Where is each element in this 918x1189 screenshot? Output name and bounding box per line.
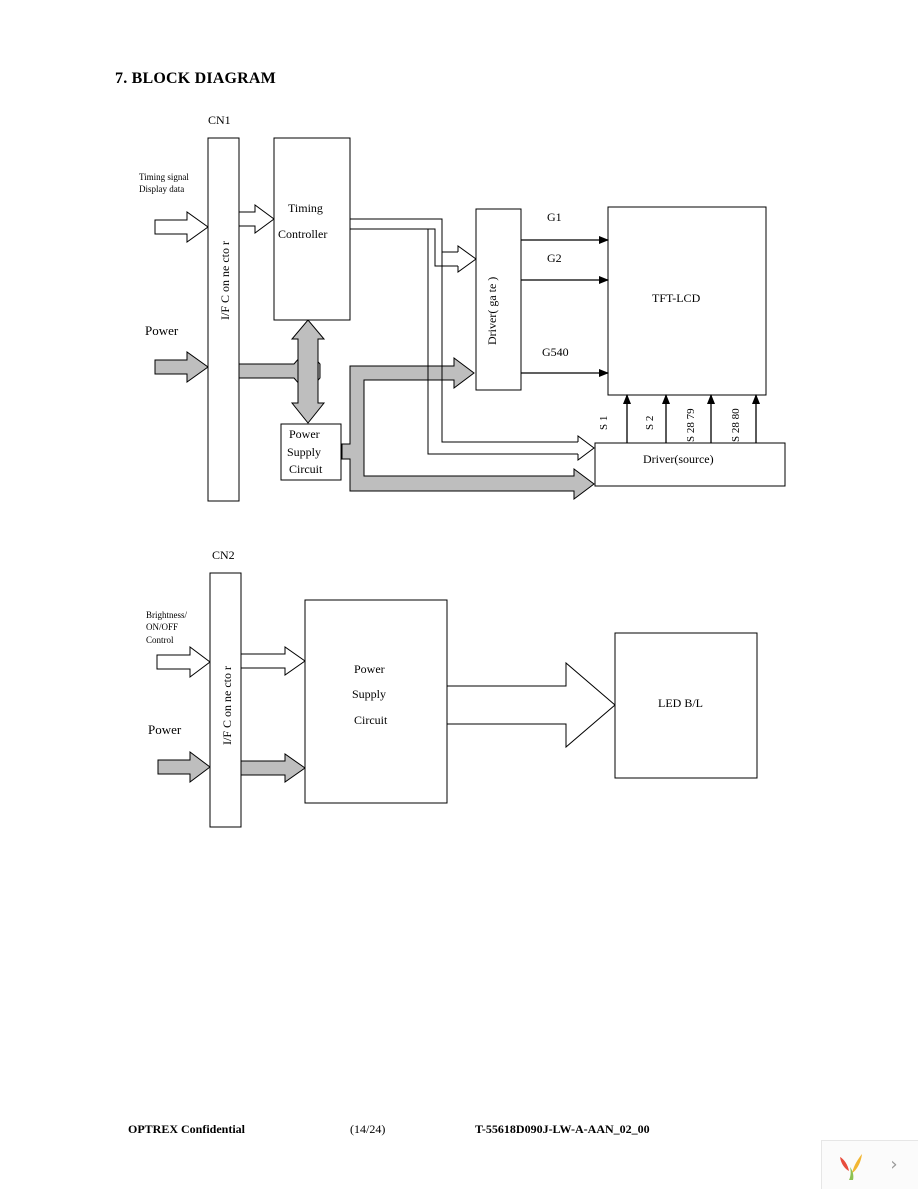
power-supply-box-2 — [304, 599, 448, 804]
timing-line-b2 — [350, 218, 578, 443]
cn2-input-arrows — [156, 646, 306, 678]
display-data-label: Display data — [139, 184, 184, 194]
tft-lcd-box — [607, 206, 767, 396]
source-driver-label: Driver(source) — [643, 452, 714, 466]
footer-page-number: (14/24) — [350, 1122, 386, 1136]
diagram-1: CN1 Timing signal Display data Power I/F… — [139, 113, 786, 502]
psc1-label-3: Circuit — [289, 462, 323, 476]
source-label-s1: S 1 — [598, 416, 610, 430]
diagram-2: CN2 Brightness/ ON/OFF Control Power I/F… — [146, 548, 758, 828]
viewer-nav: › — [821, 1140, 918, 1189]
to-gate-driver-arrowhead — [457, 245, 477, 273]
psc2-label-1: Power — [354, 662, 385, 676]
tft-lcd-label: TFT-LCD — [652, 291, 701, 305]
source-label-s2879: S 28 79 — [685, 408, 697, 442]
cn1-connector-box — [207, 137, 240, 502]
brightness-label-2: ON/OFF — [146, 622, 178, 632]
psc2-label-2: Supply — [352, 687, 386, 701]
led-backlight-box — [614, 632, 758, 779]
power-bus-vertical — [290, 319, 326, 424]
timing-line-b1 — [350, 228, 578, 455]
power-bus — [238, 319, 595, 500]
gate-driver-label: Driver( ga te ) — [485, 277, 499, 345]
power-supply-box-1 — [280, 423, 342, 481]
power-input-arrow-2 — [157, 751, 211, 783]
viewer-logo-icon — [840, 1154, 862, 1180]
gate-driver-box — [475, 208, 522, 391]
cn2-connector-text: I/F C on ne cto r — [220, 666, 234, 745]
led-backlight-label: LED B/L — [658, 696, 703, 710]
signal-to-timing-arrow — [238, 204, 275, 234]
source-driver-box — [594, 442, 786, 487]
gate-lines — [521, 236, 609, 377]
brightness-label-3: Control — [146, 635, 174, 645]
signal-input-arrow — [154, 211, 209, 243]
source-label-s2880: S 28 80 — [730, 408, 742, 442]
psc2-label-3: Circuit — [354, 713, 388, 727]
psc1-label-1: Power — [289, 427, 320, 441]
timing-controller-box — [273, 137, 351, 321]
next-page-icon[interactable]: › — [890, 1154, 898, 1175]
power-label-1: Power — [145, 323, 179, 338]
to-source-driver-arrowhead — [577, 435, 595, 461]
cn1-connector-text: I/F C on ne cto r — [218, 241, 232, 320]
brightness-input-arrow — [156, 646, 211, 678]
timing-signal-label: Timing signal — [139, 172, 189, 182]
gate-label-g2: G2 — [547, 251, 562, 265]
power-label-2: Power — [148, 722, 182, 737]
footer-doc-id: T-55618D090J-LW-A-AAN_02_00 — [475, 1122, 650, 1136]
power-to-psc-arrow — [240, 753, 306, 783]
timing-controller-label-2: Controller — [278, 227, 327, 241]
cn2-power-arrows — [157, 751, 306, 783]
power-input-arrow — [154, 351, 209, 383]
cn2-label: CN2 — [212, 548, 235, 562]
psc1-label-2: Supply — [287, 445, 321, 459]
source-label-s2: S 2 — [644, 416, 656, 430]
cn2-connector-box — [209, 572, 242, 828]
brightness-label-1: Brightness/ — [146, 610, 188, 620]
gate-label-g540: G540 — [542, 345, 569, 359]
timing-controller-label-1: Timing — [288, 201, 323, 215]
timing-output-lines — [350, 218, 578, 455]
power-bus-to-drivers — [341, 357, 595, 500]
section-heading: 7. BLOCK DIAGRAM — [115, 70, 276, 87]
cn1-label: CN1 — [208, 113, 231, 127]
input-arrows — [154, 204, 275, 243]
source-lines — [623, 394, 760, 443]
psc-to-led-arrow — [446, 661, 616, 749]
footer-company: OPTREX Confidential — [128, 1122, 246, 1136]
gate-label-g1: G1 — [547, 210, 562, 224]
brightness-to-psc-arrow — [240, 646, 306, 676]
